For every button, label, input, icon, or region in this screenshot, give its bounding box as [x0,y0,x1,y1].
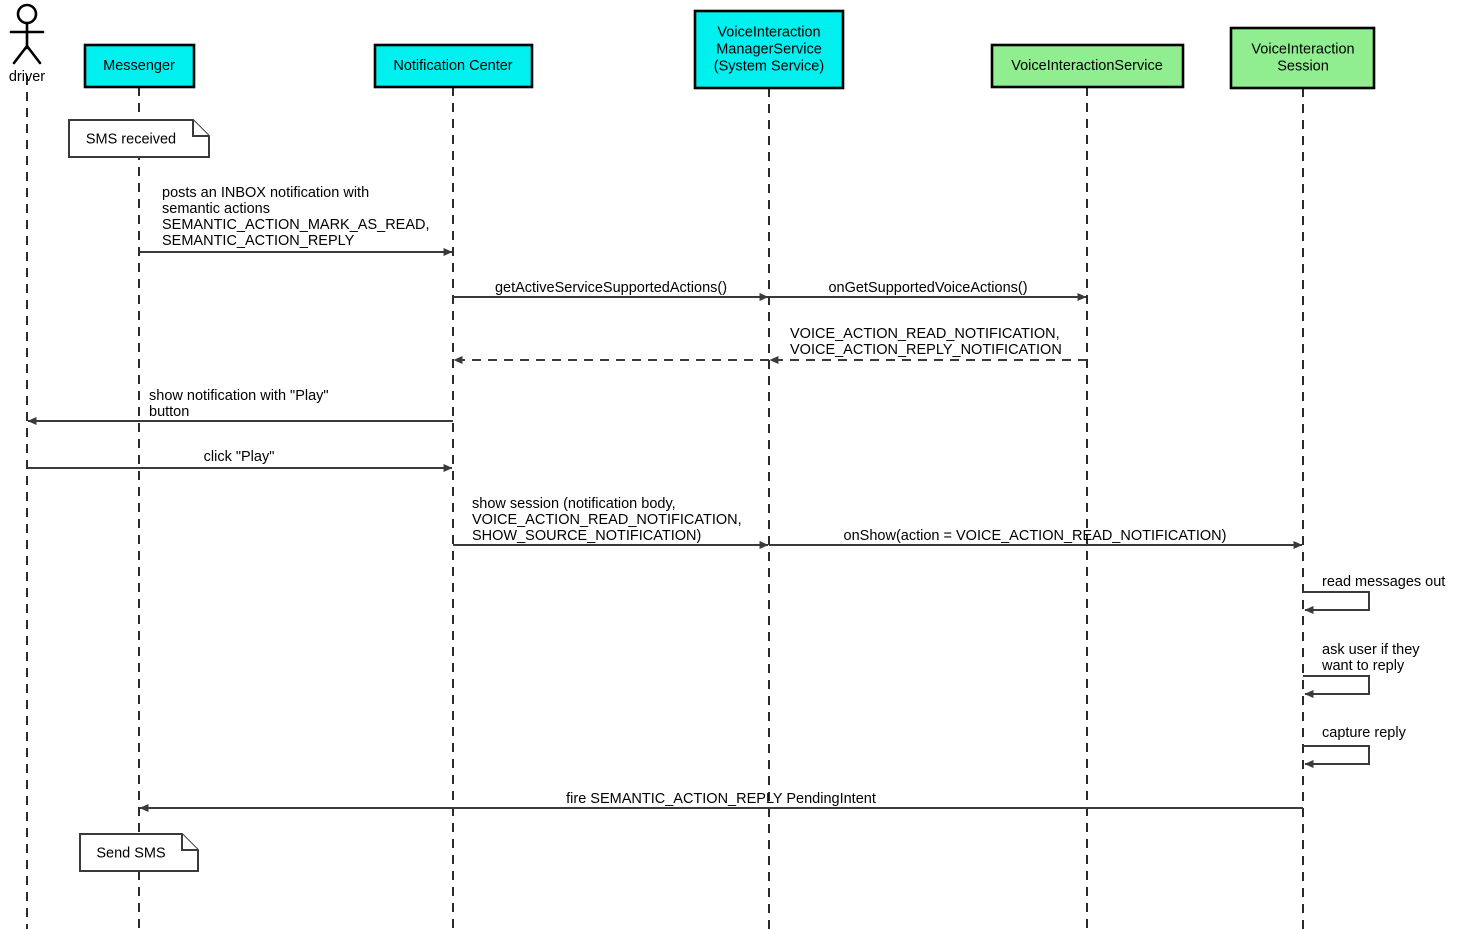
actor-left-leg-icon [12,44,29,65]
note-label: SMS received [86,131,176,147]
participant-label: Messenger [103,58,175,74]
actor-right-leg-icon [25,44,42,65]
actor-driver: driver [9,3,45,85]
messages-layer: posts an INBOX notification withsemantic… [27,185,1303,812]
note-body [68,119,210,158]
participant-box[interactable] [1229,26,1376,90]
self-message-self-msg-read-messages-out: read messages out [1303,574,1445,614]
message-label: SEMANTIC_ACTION_MARK_AS_READ, [162,217,430,233]
message-msg-get-active-service-supported-actions: getActiveServiceSupportedActions() [453,280,769,301]
message-msg-on-show-action: onShow(action = VOICE_ACTION_READ_NOTIFI… [769,528,1303,549]
note-fold-corner-icon [192,120,209,137]
participant-voice-interaction-service[interactable]: VoiceInteractionService [990,43,1185,89]
participant-box[interactable] [373,43,534,89]
actor-label-driver: driver [9,69,45,85]
self-message-arrow [1303,591,1370,614]
note-note-sms-received: SMS received [68,119,210,158]
participant-label: Session [1277,58,1329,74]
participant-box[interactable] [990,43,1185,89]
participant-label: ManagerService [716,41,822,57]
participant-label: VoiceInteractionService [1011,58,1163,74]
participant-box[interactable] [83,43,196,89]
message-label: VOICE_ACTION_READ_NOTIFICATION, [472,512,742,528]
note-fold-corner-icon [181,834,198,851]
actor-head-icon [16,3,38,25]
note-note-send-sms: Send SMS [79,833,199,872]
participant-notification-center[interactable]: Notification Center [373,43,534,89]
message-msg-return-voice-actions-to-vims: VOICE_ACTION_READ_NOTIFICATION,VOICE_ACT… [769,326,1087,364]
message-label: click "Play" [204,449,275,465]
note-label: Send SMS [96,845,165,861]
message-label: button [149,404,189,420]
participant-label: VoiceInteraction [717,24,820,40]
self-message-arrow [1303,745,1370,768]
participant-label: Notification Center [393,58,512,74]
message-label: VOICE_ACTION_REPLY_NOTIFICATION [790,342,1062,358]
message-label: VOICE_ACTION_READ_NOTIFICATION, [790,326,1060,342]
self-message-label: capture reply [1322,725,1407,741]
participant-label: VoiceInteraction [1251,41,1354,57]
message-msg-show-notification-with-play-button: show notification with "Play"button [27,388,453,425]
message-label: show notification with "Play" [149,388,329,404]
message-msg-click-play: click "Play" [27,449,453,472]
participant-boxes-layer: Messenger Notification Center VoiceInterac… [83,9,1376,90]
self-message-label: want to reply [1321,658,1405,674]
message-label: getActiveServiceSupportedActions() [495,280,727,296]
lifelines-layer [26,76,1304,929]
message-label: SHOW_SOURCE_NOTIFICATION) [472,528,701,544]
message-label: semantic actions [162,201,270,217]
message-label: show session (notification body, [472,496,676,512]
message-label: posts an INBOX notification with [162,185,369,201]
message-label: fire SEMANTIC_ACTION_REPLY PendingIntent [566,791,876,807]
participant-messenger[interactable]: Messenger [83,43,196,89]
self-message-label: read messages out [1322,574,1445,590]
message-msg-on-get-supported-voice-actions: onGetSupportedVoiceActions() [769,280,1087,301]
message-label: onShow(action = VOICE_ACTION_READ_NOTIFI… [844,528,1227,544]
participant-box[interactable] [693,9,845,90]
note-body [79,833,199,872]
message-msg-post-inbox-notification: posts an INBOX notification withsemantic… [139,185,453,256]
self-message-self-msg-capture-reply: capture reply [1303,725,1407,768]
message-msg-show-session: show session (notification body,VOICE_AC… [453,496,769,549]
message-label: SEMANTIC_ACTION_REPLY [162,233,355,249]
message-label: onGetSupportedVoiceActions() [828,280,1027,296]
self-message-label: ask user if they [1322,642,1420,658]
message-msg-fire-semantic-action-reply-pending-intent: fire SEMANTIC_ACTION_REPLY PendingIntent [139,791,1303,812]
participant-label: (System Service) [714,58,824,74]
self-message-arrow [1303,675,1370,698]
actor-layer: driver [9,3,45,85]
